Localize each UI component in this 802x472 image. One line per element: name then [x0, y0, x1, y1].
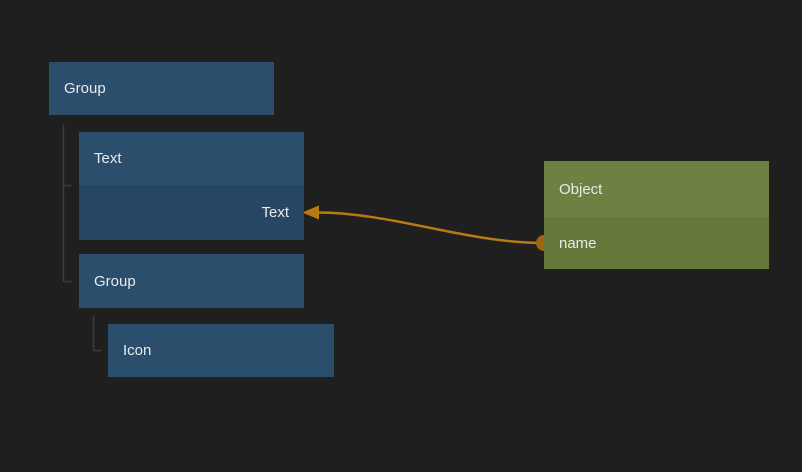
node-group-child[interactable]: Group: [79, 254, 304, 308]
node-group-root[interactable]: Group: [49, 62, 274, 115]
node-text-header[interactable]: Text: [79, 132, 304, 185]
node-object[interactable]: Object name: [544, 161, 769, 269]
node-group-root-header[interactable]: Group: [49, 62, 274, 115]
node-icon-title: Icon: [123, 342, 152, 359]
node-text-prop-row[interactable]: Text: [79, 185, 304, 240]
node-object-prop-label: name: [559, 234, 597, 252]
node-object-prop-row[interactable]: name: [544, 217, 769, 269]
node-object-title: Object: [559, 180, 603, 198]
node-group-root-title: Group: [64, 80, 106, 97]
node-group-child-header[interactable]: Group: [79, 254, 304, 308]
node-icon-header[interactable]: Icon: [108, 324, 334, 377]
tree-line-group-children: [92, 316, 102, 352]
node-text[interactable]: Text Text: [79, 132, 304, 240]
node-icon[interactable]: Icon: [108, 324, 334, 377]
node-group-child-title: Group: [94, 272, 136, 290]
tree-line-root-children: [62, 124, 72, 283]
node-text-prop-label: Text: [261, 204, 289, 221]
wire-arrowhead-icon: [302, 205, 319, 220]
binding-wire[interactable]: [316, 211, 545, 245]
node-text-title: Text: [94, 150, 122, 167]
node-object-header[interactable]: Object: [544, 161, 769, 217]
